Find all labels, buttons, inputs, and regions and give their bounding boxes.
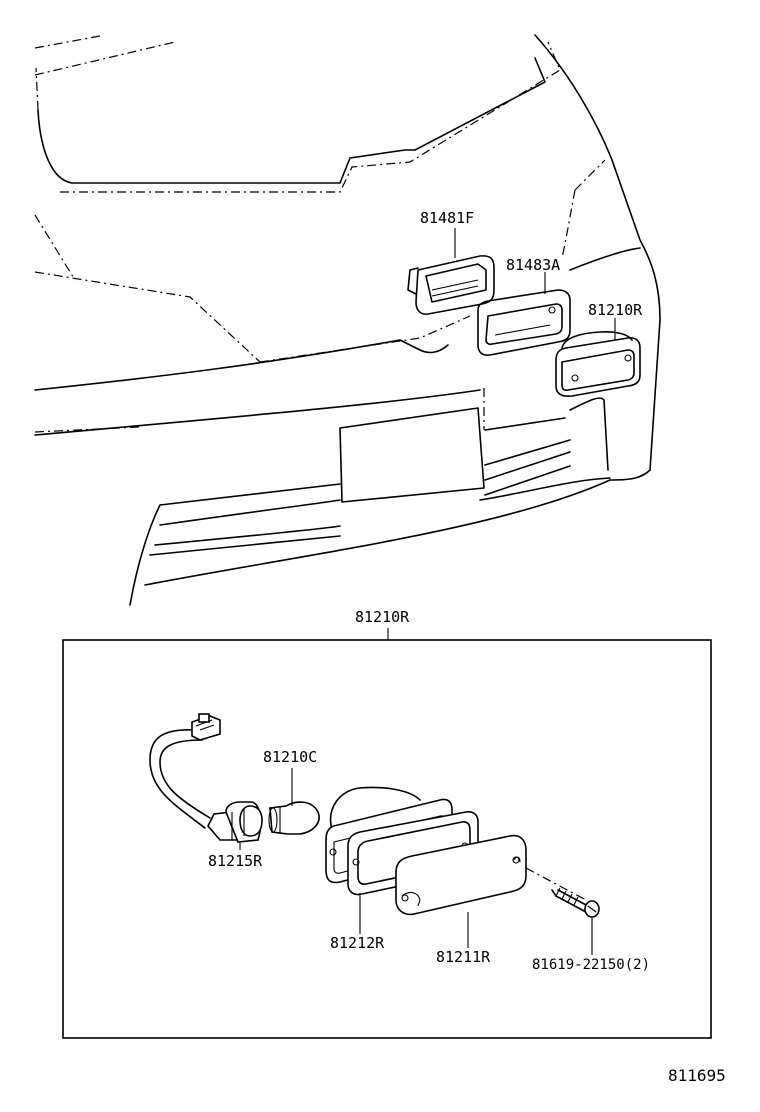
label-81212R: 81212R [330, 934, 385, 952]
label-81483A: 81483A [506, 256, 560, 274]
label-81210C: 81210C [263, 748, 317, 766]
label-81619-22150: 81619-22150(2) [532, 957, 650, 973]
label-81215R: 81215R [208, 852, 263, 870]
lens-81211R [395, 834, 527, 916]
label-81211R: 81211R [436, 948, 491, 966]
assembly-title: 81210R [355, 608, 410, 626]
bulb-81210C [268, 801, 320, 835]
top-leader-lines [454, 228, 616, 340]
vehicle-rear-illustration [34, 34, 661, 606]
wire-harness [149, 713, 221, 829]
label-81210R-top: 81210R [588, 301, 643, 319]
label-81481F: 81481F [420, 209, 474, 227]
socket-81215R [207, 801, 263, 843]
diagram-code: 811695 [668, 1066, 726, 1085]
screw-81619-22150 [525, 867, 600, 918]
assembly-frame [62, 639, 712, 1039]
